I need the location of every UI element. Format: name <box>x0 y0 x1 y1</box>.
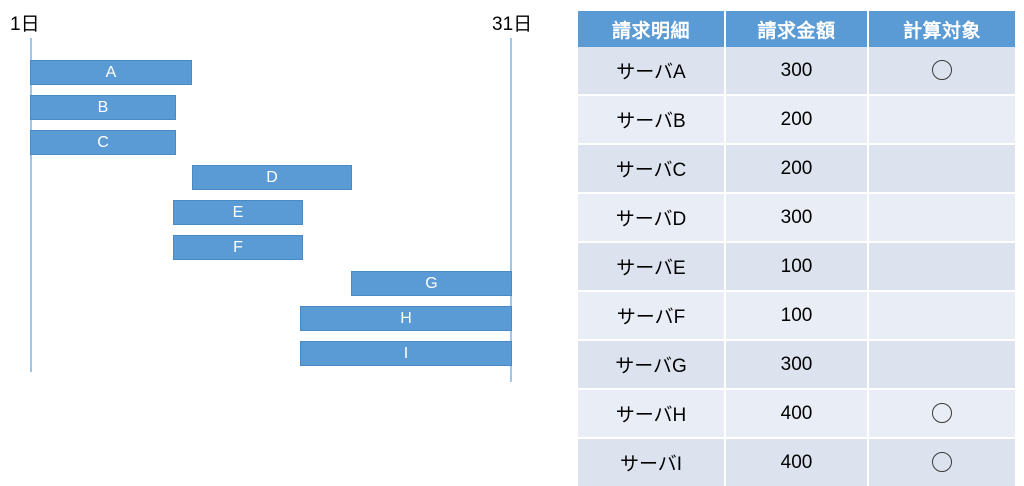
cell-target <box>868 389 1015 439</box>
gantt-bar: I <box>300 341 512 366</box>
gantt-bar: C <box>30 130 176 155</box>
axis-end-line <box>510 38 512 382</box>
gantt-bar: F <box>173 235 303 260</box>
cell-detail: サーバH <box>578 389 726 439</box>
gantt-bar-label: D <box>266 168 278 186</box>
cell-detail: サーバB <box>578 95 726 145</box>
gantt-bar-label: I <box>403 344 409 362</box>
circle-mark-icon <box>932 452 952 473</box>
cell-detail: サーバE <box>578 242 726 292</box>
gantt-bar: G <box>351 271 512 296</box>
circle-mark-icon <box>932 60 952 81</box>
gantt-bar: A <box>30 60 192 85</box>
cell-detail: サーバG <box>578 340 726 390</box>
gantt-bar: D <box>192 165 352 190</box>
cell-amount: 100 <box>725 291 869 341</box>
column-header-target: 計算対象 <box>868 11 1015 47</box>
cell-target <box>868 438 1015 486</box>
cell-detail: サーバI <box>578 438 726 486</box>
gantt-bar-label: H <box>400 309 412 327</box>
cell-detail: サーバD <box>578 193 726 243</box>
cell-amount: 300 <box>725 47 869 96</box>
cell-target <box>868 291 1015 341</box>
gantt-bar-label: F <box>233 238 243 256</box>
cell-amount: 100 <box>725 242 869 292</box>
cell-detail: サーバC <box>578 144 726 194</box>
gantt-bar: E <box>173 200 303 225</box>
axis-start-line <box>30 38 32 372</box>
table-header: 請求明細 請求金額 計算対象 <box>578 11 1015 47</box>
table-header-row: 請求明細 請求金額 計算対象 <box>578 11 1015 47</box>
column-header-detail: 請求明細 <box>578 11 726 47</box>
cell-amount: 400 <box>725 389 869 439</box>
gantt-bar-label: A <box>105 63 117 81</box>
cell-target <box>868 47 1015 96</box>
cell-target <box>868 193 1015 243</box>
gantt-bar-label: B <box>97 98 109 116</box>
gantt-bar-label: G <box>425 274 438 292</box>
cell-detail: サーバF <box>578 291 726 341</box>
cell-amount: 300 <box>725 193 869 243</box>
cell-detail: サーバA <box>578 47 726 96</box>
cell-target <box>868 95 1015 145</box>
axis-end-label: 31日 <box>492 14 533 35</box>
column-header-amount: 請求金額 <box>725 11 869 47</box>
gantt-bar: B <box>30 95 176 120</box>
axis-start-label: 1日 <box>10 14 40 35</box>
circle-mark-icon <box>932 403 952 424</box>
cell-amount: 200 <box>725 144 869 194</box>
cell-target <box>868 144 1015 194</box>
cell-target <box>868 340 1015 390</box>
gantt-bar-label: E <box>232 203 244 221</box>
cell-target <box>868 242 1015 292</box>
gantt-bar-label: C <box>97 133 109 151</box>
cell-amount: 300 <box>725 340 869 390</box>
gantt-bar: H <box>300 306 512 331</box>
cell-amount: 200 <box>725 95 869 145</box>
cell-amount: 400 <box>725 438 869 486</box>
